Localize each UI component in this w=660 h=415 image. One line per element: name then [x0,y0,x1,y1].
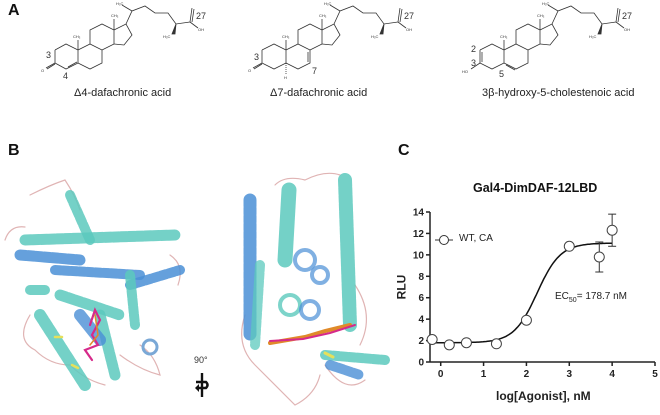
y-tick-label: 14 [413,208,425,219]
protein-structure-front-view [4,179,185,391]
protein-structure-side-view [241,172,390,406]
data-point [426,334,438,345]
methyl-label: H₃C [371,34,379,39]
data-point [460,337,472,349]
atom-label-2: 2 [471,44,476,54]
methyl-label: CH₃ [500,34,508,39]
data-point [593,251,605,263]
ec50-subscript: 50 [568,297,577,304]
atom-label-27: 27 [404,11,414,21]
rotation-arrow-icon [195,373,209,397]
methyl-label: CH₃ [282,34,290,39]
panel-label-c: C [398,142,410,159]
hydroxyl-label: HO [462,69,468,74]
hydrogen-label: H [284,75,287,80]
x-tick-label: 5 [652,369,658,380]
hydroxyl-label: OH [624,27,630,32]
x-axis-label: log[Agonist], nM [496,389,591,403]
molecule-name-delta7: Δ7-dafachronic acid [270,87,368,99]
methyl-label: H₃C [589,34,597,39]
legend-label: WT, CA [459,233,493,244]
rotation-label: 90° [194,355,208,365]
panel-label-b: B [8,142,20,159]
methyl-label: CH₃ [73,34,81,39]
atom-label-3: 3 [471,58,476,68]
y-tick-label: 2 [418,336,424,347]
ec50-annotation: EC50= 178.7 nM [555,291,627,304]
y-tick-label: 4 [418,315,424,326]
ec50-prefix: EC [555,291,569,302]
x-tick-label: 4 [609,369,615,380]
atom-label-3: 3 [46,50,51,60]
ec50-value: = 178.7 nM [576,291,628,302]
oxygen-label: O [248,68,251,73]
data-point [520,314,532,326]
y-tick-label: 12 [413,229,425,240]
data-point [606,224,618,236]
y-tick-label: 6 [418,293,424,304]
molecule-structure-3b-hydroxy: 2 3 5 27 CH₃ CH₃ H₃C H₃C OH HO [462,1,632,79]
methyl-label: H₃C [542,1,550,6]
atom-label-3: 3 [254,52,259,62]
molecule-structure-delta4: 3 4 27 CH₃ CH₃ H₃C H₃C OH O [41,1,206,81]
hydroxyl-label: OH [198,27,204,32]
hydroxyl-label: OH [406,27,412,32]
x-tick-label: 2 [524,369,530,380]
data-point [563,240,575,252]
atom-label-7: 7 [312,66,317,76]
methyl-label: H₃C [116,1,124,6]
methyl-label: CH₃ [537,13,545,18]
data-point [490,338,502,350]
methyl-label: CH₃ [319,13,327,18]
methyl-label: H₃C [324,1,332,6]
y-tick-label: 0 [418,358,424,369]
methyl-label: CH₃ [111,13,119,18]
x-tick-label: 3 [567,369,573,380]
atom-label-27: 27 [196,11,206,21]
y-tick-label: 8 [418,272,424,283]
data-point [443,339,455,351]
atom-label-4: 4 [63,71,68,81]
molecule-structure-delta7: 3 7 27 CH₃ CH₃ H₃C H₃C OH O H [248,1,414,80]
x-tick-label: 0 [438,369,444,380]
chart-title: Gal4-DimDAF-12LBD [473,181,598,195]
x-tick-label: 1 [481,369,487,380]
methyl-label: H₃C [163,34,171,39]
y-tick-label: 10 [413,250,425,261]
panel-label-a: A [8,2,20,19]
atom-label-5: 5 [499,69,504,79]
molecule-name-delta4: Δ4-dafachronic acid [74,87,172,99]
atom-label-27: 27 [622,11,632,21]
molecule-name-3b-hydroxy: 3β-hydroxy-5-cholestenoic acid [482,87,635,99]
oxygen-label: O [41,68,44,73]
